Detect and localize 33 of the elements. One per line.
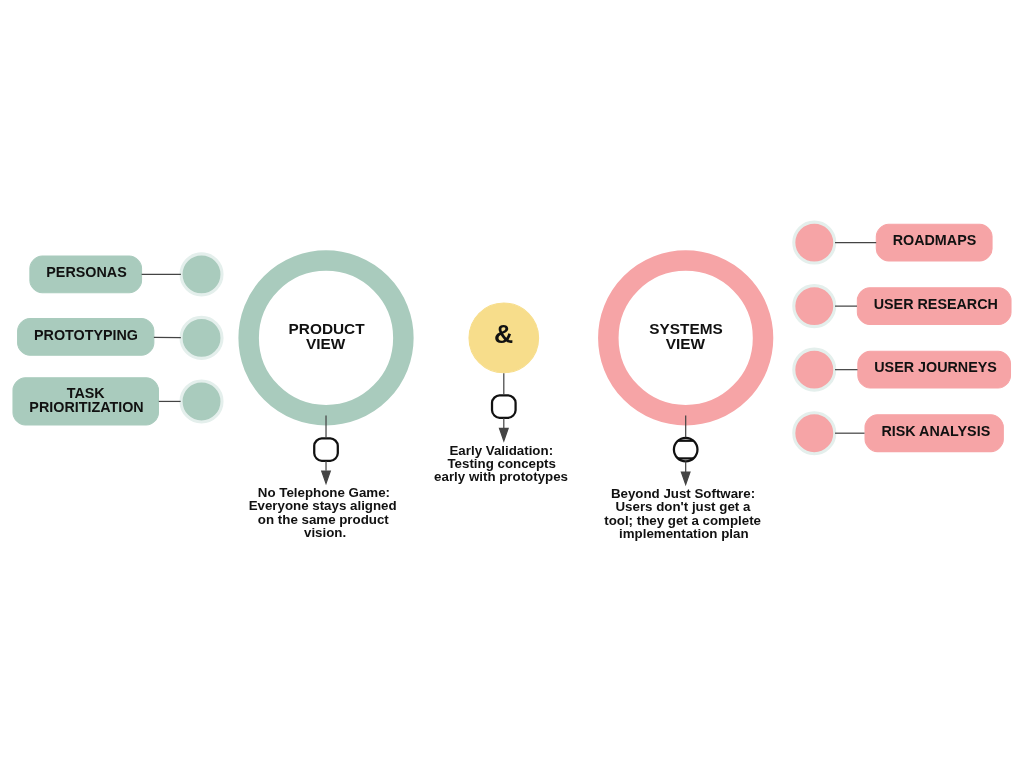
connector [158, 400, 182, 403]
arrow [320, 460, 332, 486]
node-text: No Telephone Game: Everyone stays aligned on the same product vision. [248, 485, 397, 541]
node-circle [179, 315, 224, 360]
connector [503, 372, 505, 396]
node-circle: SYSTEMS VIEW [598, 250, 774, 426]
node-picture [313, 437, 339, 462]
connector [325, 414, 327, 439]
node-circle [179, 252, 224, 297]
connector [834, 241, 877, 244]
node-box: USER RESEARCH [856, 287, 1012, 326]
node-circle [792, 284, 837, 329]
node-box: TASK PRIORITIZATION [12, 377, 159, 426]
node-box: ROADMAPS [875, 223, 993, 262]
connector [685, 415, 687, 438]
node-circle [792, 347, 837, 392]
node-circle [792, 220, 837, 265]
node-picture [490, 394, 517, 419]
connector [834, 305, 858, 307]
node-circle [179, 379, 224, 424]
node-text: Early Validation: Testing concepts early with prototypes [434, 442, 569, 485]
node-circle: & [468, 302, 540, 374]
node-text: Beyond Just Software: Users don't just get a tool; they get a complete implementation plan [604, 486, 762, 542]
connector [834, 369, 859, 371]
node-circle [792, 411, 837, 456]
node-box: PROTOTYPING [17, 317, 155, 356]
connector [141, 273, 182, 275]
connector [153, 336, 182, 339]
node-box: PERSONAS [29, 255, 143, 294]
node-box: RISK ANALYSIS [864, 414, 1004, 453]
connector [834, 432, 866, 434]
node-circle: PRODUCT VIEW [238, 250, 414, 426]
node-box: USER JOURNEYS [857, 350, 1011, 389]
